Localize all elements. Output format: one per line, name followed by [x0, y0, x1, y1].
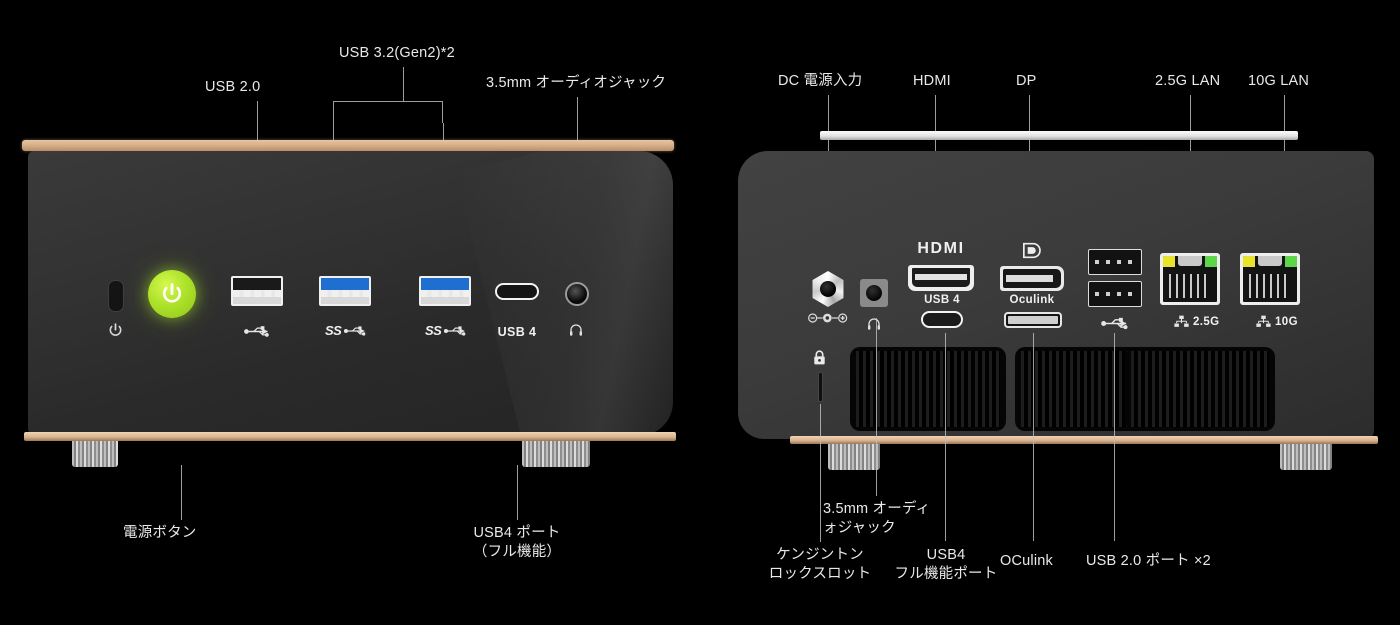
vent-grille-3 — [1125, 347, 1275, 431]
kensington-silk-wrap — [812, 350, 827, 366]
audio-jack-3-5mm[interactable] — [565, 282, 589, 306]
callout-line-2: ォジャック — [823, 520, 896, 537]
hdmi-silk-label: HDMI — [917, 240, 965, 257]
front-top-bezel — [22, 140, 674, 151]
usb32-silk-a-wrap: SS — [325, 323, 369, 338]
callout-label-front-usb4: USB4 ポート （フル機能） — [455, 524, 579, 562]
leader-line-rear-kensington — [820, 404, 821, 542]
callout-label-front-power: 電源ボタン — [123, 525, 197, 541]
usb20-silk-icon-wrap — [243, 324, 273, 339]
network-icon — [1174, 315, 1189, 327]
callout-label-rear-kensington: ケンジントン ロックスロット — [758, 546, 882, 584]
usb-icon — [1101, 317, 1128, 330]
lan25-silk-wrap: 2.5G — [1174, 315, 1220, 329]
rear-foot-right — [1280, 444, 1332, 470]
lock-icon — [814, 350, 825, 365]
leader-bracket-front-usb32 — [333, 101, 443, 123]
callout-label-rear-lan10: 10G LAN — [1248, 73, 1310, 89]
oculink-port[interactable] — [1004, 312, 1062, 328]
callout-label-front-audio: 3.5mm オーディオジャック — [486, 75, 667, 91]
leader-line-rear-usb20 — [1114, 333, 1115, 541]
hdmi-port[interactable] — [908, 265, 974, 291]
callout-line-2: （フル機能） — [472, 544, 562, 561]
dp-silk-wrap — [1022, 242, 1041, 259]
callout-label-rear-usb4: USB4 フル機能ポート — [890, 546, 1002, 584]
callout-label-rear-usb20: USB 2.0 ポート ×2 — [1086, 553, 1211, 569]
callout-label-front-usb20: USB 2.0 — [205, 79, 261, 95]
rear-audio-silk-wrap — [866, 316, 882, 332]
rear-foot-left — [828, 444, 880, 470]
front-foot-right — [522, 441, 590, 467]
network-icon — [1256, 315, 1271, 327]
headphone-icon — [570, 324, 582, 336]
callout-label-front-usb32: USB 3.2(Gen2)*2 — [339, 45, 455, 61]
kensington-lock-slot[interactable] — [818, 372, 823, 402]
callout-label-rear-oculink: OCulink — [1000, 553, 1053, 569]
leader-line-front-usb32-stem — [403, 67, 404, 101]
usb-c-usb4-port[interactable] — [495, 283, 539, 300]
leader-line-front-power — [181, 465, 182, 520]
lan10-silk-wrap: 10G — [1256, 315, 1298, 329]
leader-line-rear-usb4 — [945, 333, 946, 541]
displayport-port[interactable] — [1000, 266, 1064, 291]
callout-line-1: USB4 ポート — [473, 525, 561, 541]
usb-a-3-2-port-2[interactable] — [419, 276, 471, 306]
usb-a-3-2-port-1[interactable] — [319, 276, 371, 306]
vent-grille-1 — [850, 347, 1006, 431]
leader-line-front-usb4 — [517, 465, 518, 520]
callout-line-1: USB4 — [926, 547, 966, 563]
headphone-icon — [868, 318, 880, 330]
callout-label-rear-dc: DC 電源入力 — [778, 73, 863, 89]
leader-line-rear-oculink — [1033, 333, 1034, 541]
lan10-silk-label: 10G — [1275, 316, 1298, 328]
callout-label-rear-audio: 3.5mm オーディ ォジャック — [823, 500, 943, 538]
power-icon — [162, 283, 182, 303]
dc-polarity-icon — [808, 313, 848, 323]
callout-line-2: ロックスロット — [768, 566, 872, 583]
superspeed-label: SS — [425, 323, 442, 338]
usb-c-usb4-port[interactable] — [921, 311, 963, 328]
usb-icon — [244, 326, 269, 337]
audio-silk-icon-wrap — [568, 322, 584, 338]
front-foot-left — [72, 441, 118, 467]
power-led-indicator — [108, 280, 124, 312]
rear-bottom-bezel — [790, 436, 1378, 444]
dc-polarity-silk-wrap — [808, 312, 848, 324]
usb-a-2-0-port-top[interactable] — [1088, 249, 1142, 275]
usb32-silk-b-wrap: SS — [425, 323, 469, 338]
lan25-silk-label: 2.5G — [1193, 316, 1220, 328]
callout-label-rear-dp: DP — [1016, 73, 1037, 89]
usb4-silk-label: USB 4 — [497, 325, 537, 339]
superspeed-usb-icon — [344, 325, 366, 336]
leader-line-rear-audio — [876, 318, 877, 496]
superspeed-label: SS — [325, 323, 342, 338]
rear-top-bezel — [820, 131, 1298, 140]
power-icon — [109, 323, 122, 336]
oculink-silk-label: Oculink — [1009, 294, 1055, 306]
rear-usb20-silk-wrap — [1100, 316, 1132, 331]
lan-port-10g[interactable] — [1240, 253, 1300, 305]
superspeed-usb-icon — [444, 325, 466, 336]
callout-line-2: フル機能ポート — [894, 566, 998, 583]
lan-port-2-5g[interactable] — [1160, 253, 1220, 305]
power-button[interactable] — [148, 270, 196, 318]
front-bottom-bezel — [24, 432, 676, 441]
rear-usb4-silk-label: USB 4 — [924, 294, 960, 306]
callout-label-rear-hdmi: HDMI — [913, 73, 951, 89]
callout-label-rear-lan25: 2.5G LAN — [1155, 73, 1221, 89]
callout-line-1: ケンジントン — [776, 547, 864, 563]
audio-jack-3-5mm[interactable] — [860, 279, 888, 307]
power-silk-icon-wrap — [107, 322, 124, 339]
displayport-icon — [1023, 242, 1041, 259]
usb-a-2-0-port-bottom[interactable] — [1088, 281, 1142, 307]
usb-a-2-0-port[interactable] — [231, 276, 283, 306]
callout-line-1: 3.5mm オーディ — [823, 501, 931, 517]
